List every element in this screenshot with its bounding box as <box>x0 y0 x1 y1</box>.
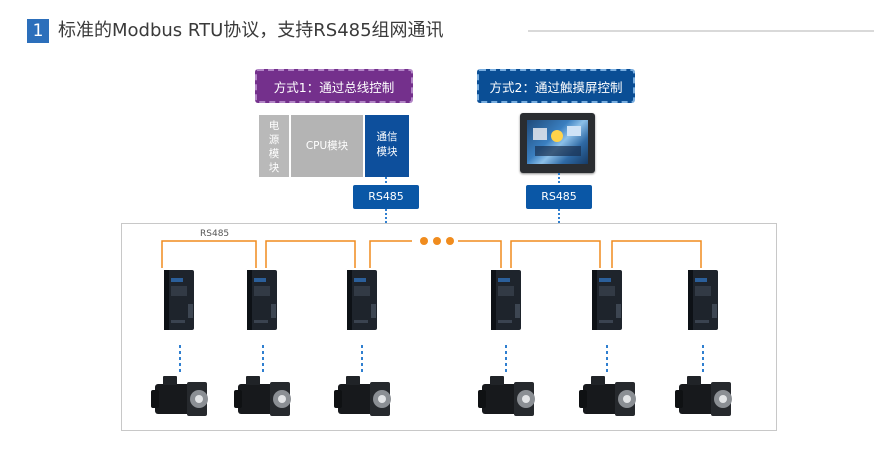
continuation-dot-2 <box>433 237 441 245</box>
servo-driver-5 <box>592 270 622 330</box>
touch-screen <box>520 113 595 173</box>
rs485-network-frame <box>121 223 777 431</box>
servo-motor-3 <box>334 376 391 416</box>
servo-motor-2 <box>234 376 291 416</box>
bus-rs485-label: RS485 <box>200 229 229 239</box>
servo-driver-3 <box>347 270 377 330</box>
rs485-box-plc: RS485 <box>353 185 419 209</box>
servo-motor-6 <box>675 376 732 416</box>
method-2-label: 方式2：通过触摸屏控制 <box>477 69 635 103</box>
servo-driver-1 <box>164 270 194 330</box>
cpu-module: CPU模块 <box>291 115 363 177</box>
continuation-dot-1 <box>420 237 428 245</box>
rs485-bus-lines <box>161 240 702 268</box>
driver-motor-links <box>179 345 704 372</box>
comm-module-label: 通信模块 <box>376 131 398 158</box>
power-module: 电源模块 <box>259 115 289 177</box>
servo-motor-5 <box>579 376 636 416</box>
servo-motor-1 <box>151 376 208 416</box>
section-number-badge: 1 <box>27 19 49 43</box>
title-divider <box>528 30 874 32</box>
power-module-label: 电源模块 <box>268 120 280 174</box>
continuation-dot-3 <box>446 237 454 245</box>
touch-screen-display <box>527 120 588 164</box>
comm-module: 通信模块 <box>365 115 409 177</box>
cpu-module-label: CPU模块 <box>305 140 349 152</box>
section-title: 标准的Modbus RTU协议，支持RS485组网通讯 <box>58 20 444 41</box>
rs485-box-hmi: RS485 <box>526 185 592 209</box>
servo-driver-4 <box>491 270 521 330</box>
servo-motor-4 <box>478 376 535 416</box>
servo-driver-6 <box>688 270 718 330</box>
method-1-label: 方式1：通过总线控制 <box>255 69 413 103</box>
servo-driver-2 <box>247 270 277 330</box>
